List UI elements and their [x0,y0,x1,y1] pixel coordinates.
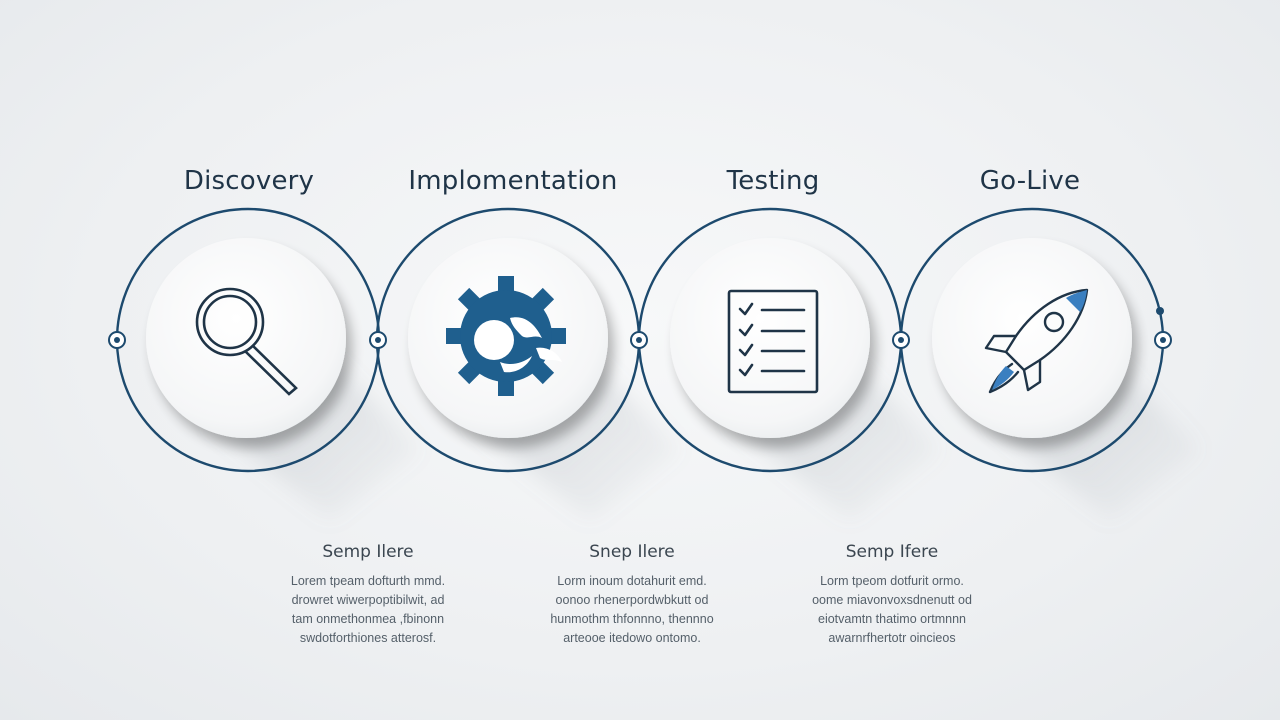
magnifier-icon [195,287,298,396]
rocket-icon [984,288,1089,394]
disc-testing [670,238,870,438]
step-description-line: swdotforthiones atterosf. [299,631,437,645]
stage-title-golive: Go-Live [979,166,1081,196]
disc-golive [932,238,1132,438]
node-top-right-dot [1156,307,1164,315]
step-description-line: Lorm inoum dotahurit emd. [557,574,707,588]
step-description-line: tam onmethonmea ,fbinonn [291,612,445,626]
step-description-line: arteooe itedowo ontomo. [563,631,701,645]
step-description: Lorem tpeam dofturth mmd. drowret wiwerp… [248,572,488,648]
stage-title-discovery: Discovery [183,166,315,196]
node-right [1154,331,1172,349]
step-description-line: eiotvamtn thatimo ortmnnn [818,612,966,626]
node-left [108,331,126,349]
node-3-4 [892,331,910,349]
step-title: Snep Ilere [589,542,675,562]
stage-title-testing: Testing [726,166,820,196]
disc-discovery [146,238,346,438]
node-1-2 [369,331,387,349]
step-block-2: Snep Ilere Lorm inoum dotahurit emd. oon… [512,542,752,648]
checklist-icon [727,289,819,394]
step-block-3: Semp Ifere Lorm tpeom dotfurit ormo. oom… [772,542,1012,648]
step-description-line: drowret wiwerpoptibilwit, ad [291,593,445,607]
step-block-1: Semp Ilere Lorem tpeam dofturth mmd. dro… [248,542,488,648]
node-2-3 [630,331,648,349]
step-description-line: oome miavonvoxsdnenutt od [812,593,972,607]
step-description: Lorm inoum dotahurit emd. oonoo rhenerpo… [512,572,752,648]
step-description-line: oonoo rhenerpordwbkutt od [555,593,709,607]
step-title: Semp Ifere [845,542,939,562]
connector-nodes [108,307,1172,349]
step-description: Lorm tpeom dotfurit ormo. oome miavonvox… [772,572,1012,648]
gear-icon [446,276,566,396]
step-description-line: Lorem tpeam dofturth mmd. [290,574,446,588]
step-description-line: hunmothm thfonnno, thennno [550,612,714,626]
step-description-line: Lorm tpeom dotfurit ormo. [820,574,964,588]
stage-title-implementation: Implomentation [408,166,618,196]
step-title: Semp Ilere [322,542,414,562]
step-description-line: awarnrfhertotr oincieos [828,631,956,645]
